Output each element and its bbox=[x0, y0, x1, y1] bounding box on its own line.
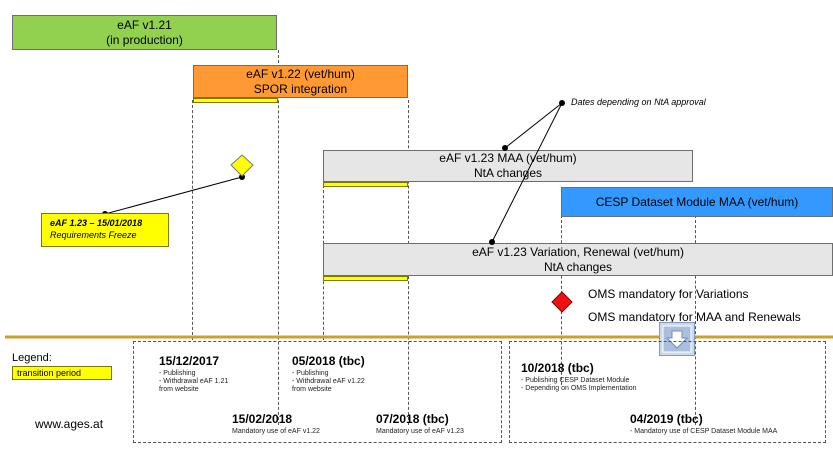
milestone-notes: - Publishing - Withdrawal eAF 1.21 from … bbox=[159, 370, 228, 394]
transition-period-bar bbox=[323, 276, 408, 281]
milestone-note: Mandatory use of eAF v1.23 bbox=[376, 428, 464, 435]
legend-transition-period: transition period bbox=[12, 366, 112, 380]
guide-line bbox=[192, 100, 193, 340]
milestone-date: 04/2019 (tbc) bbox=[630, 412, 703, 426]
milestone-note: - Publishing CESP Dataset Module bbox=[521, 377, 630, 384]
connector-dot bbox=[239, 174, 245, 180]
oms-variations-note: OMS mandatory for Variations bbox=[588, 287, 749, 301]
website-link[interactable]: www.ages.at bbox=[35, 417, 104, 431]
bar-eaf-v122: eAF v1.22 (vet/hum) SPOR integration bbox=[193, 65, 408, 98]
guide-line bbox=[278, 50, 279, 425]
connector-dot bbox=[502, 145, 508, 151]
connector-line bbox=[104, 176, 243, 215]
bar-title: eAF v1.21 bbox=[117, 17, 172, 32]
yellow-diamond-marker bbox=[230, 154, 254, 177]
connector-dot bbox=[489, 239, 495, 245]
requirements-freeze-box: eAF 1.23 – 15/01/2018 Requirements Freez… bbox=[41, 213, 169, 247]
milestone-frame-left bbox=[133, 341, 502, 443]
bar-eaf-v123-maa: eAF v1.23 MAA (vet/hum) NtA changes bbox=[323, 150, 693, 182]
bar-subtitle: NtA changes bbox=[543, 259, 613, 274]
bar-cesp-dataset-module: CESP Dataset Module MAA (vet/hum) bbox=[561, 187, 833, 217]
milestone-note: Mandatory use of eAF v1.22 bbox=[232, 428, 320, 435]
connector-line bbox=[491, 102, 563, 243]
milestone-note: - Mandatory use of CESP Dataset Module M… bbox=[630, 428, 778, 435]
red-diamond-marker bbox=[551, 291, 573, 313]
bar-title: eAF v1.23 Variation, Renewal (vet/hum) bbox=[472, 244, 684, 259]
bar-subtitle: (in production) bbox=[106, 32, 183, 47]
bar-subtitle: SPOR integration bbox=[253, 81, 348, 96]
legend-item-label: transition period bbox=[17, 368, 82, 378]
milestone-date: 05/2018 (tbc) bbox=[292, 354, 365, 368]
transition-period-bar bbox=[193, 98, 278, 103]
milestone-date: 07/2018 (tbc) bbox=[376, 412, 449, 426]
milestone-date: 15/02/2018 bbox=[232, 412, 293, 426]
bar-eaf-v121: eAF v1.21 (in production) bbox=[12, 15, 277, 50]
milestone-note: - Publishing bbox=[292, 370, 329, 377]
guide-line bbox=[695, 215, 696, 425]
milestone-date: 10/2018 (tbc) bbox=[521, 361, 594, 375]
milestone-date: 15/12/2017 bbox=[159, 354, 220, 368]
milestone-note: - Withdrawal eAF 1.21 bbox=[159, 378, 229, 385]
bar-title: CESP Dataset Module MAA (vet/hum) bbox=[595, 194, 799, 209]
milestone-note: from website bbox=[159, 386, 199, 393]
milestone-frame-right bbox=[509, 341, 826, 443]
milestone-note: from website bbox=[292, 386, 332, 393]
dates-ntA-note: Dates depending on NtA approval bbox=[571, 97, 706, 107]
bar-title: eAF v1.23 MAA (vet/hum) bbox=[439, 151, 577, 165]
milestone-note: - Publishing bbox=[159, 370, 196, 377]
transition-period-bar bbox=[323, 182, 408, 187]
milestone-notes: - Publishing CESP Dataset Module - Depen… bbox=[521, 377, 637, 393]
oms-maa-note: OMS mandatory for MAA and Renewals bbox=[588, 310, 801, 324]
freeze-subtitle: Requirements Freeze bbox=[50, 230, 137, 240]
down-arrow-icon[interactable] bbox=[659, 322, 695, 356]
milestone-notes: - Publishing - Withdrawal eAF v1.22 from… bbox=[292, 370, 365, 394]
legend-title: Legend: bbox=[12, 352, 52, 364]
connector-line bbox=[504, 102, 563, 149]
connector-dot bbox=[559, 100, 565, 106]
milestone-note: - Withdrawal eAF v1.22 bbox=[292, 378, 365, 385]
milestone-note: - Depending on OMS Implementation bbox=[521, 385, 637, 392]
freeze-title: eAF 1.23 – 15/01/2018 bbox=[50, 218, 143, 228]
bar-title: eAF v1.22 (vet/hum) bbox=[246, 66, 355, 81]
